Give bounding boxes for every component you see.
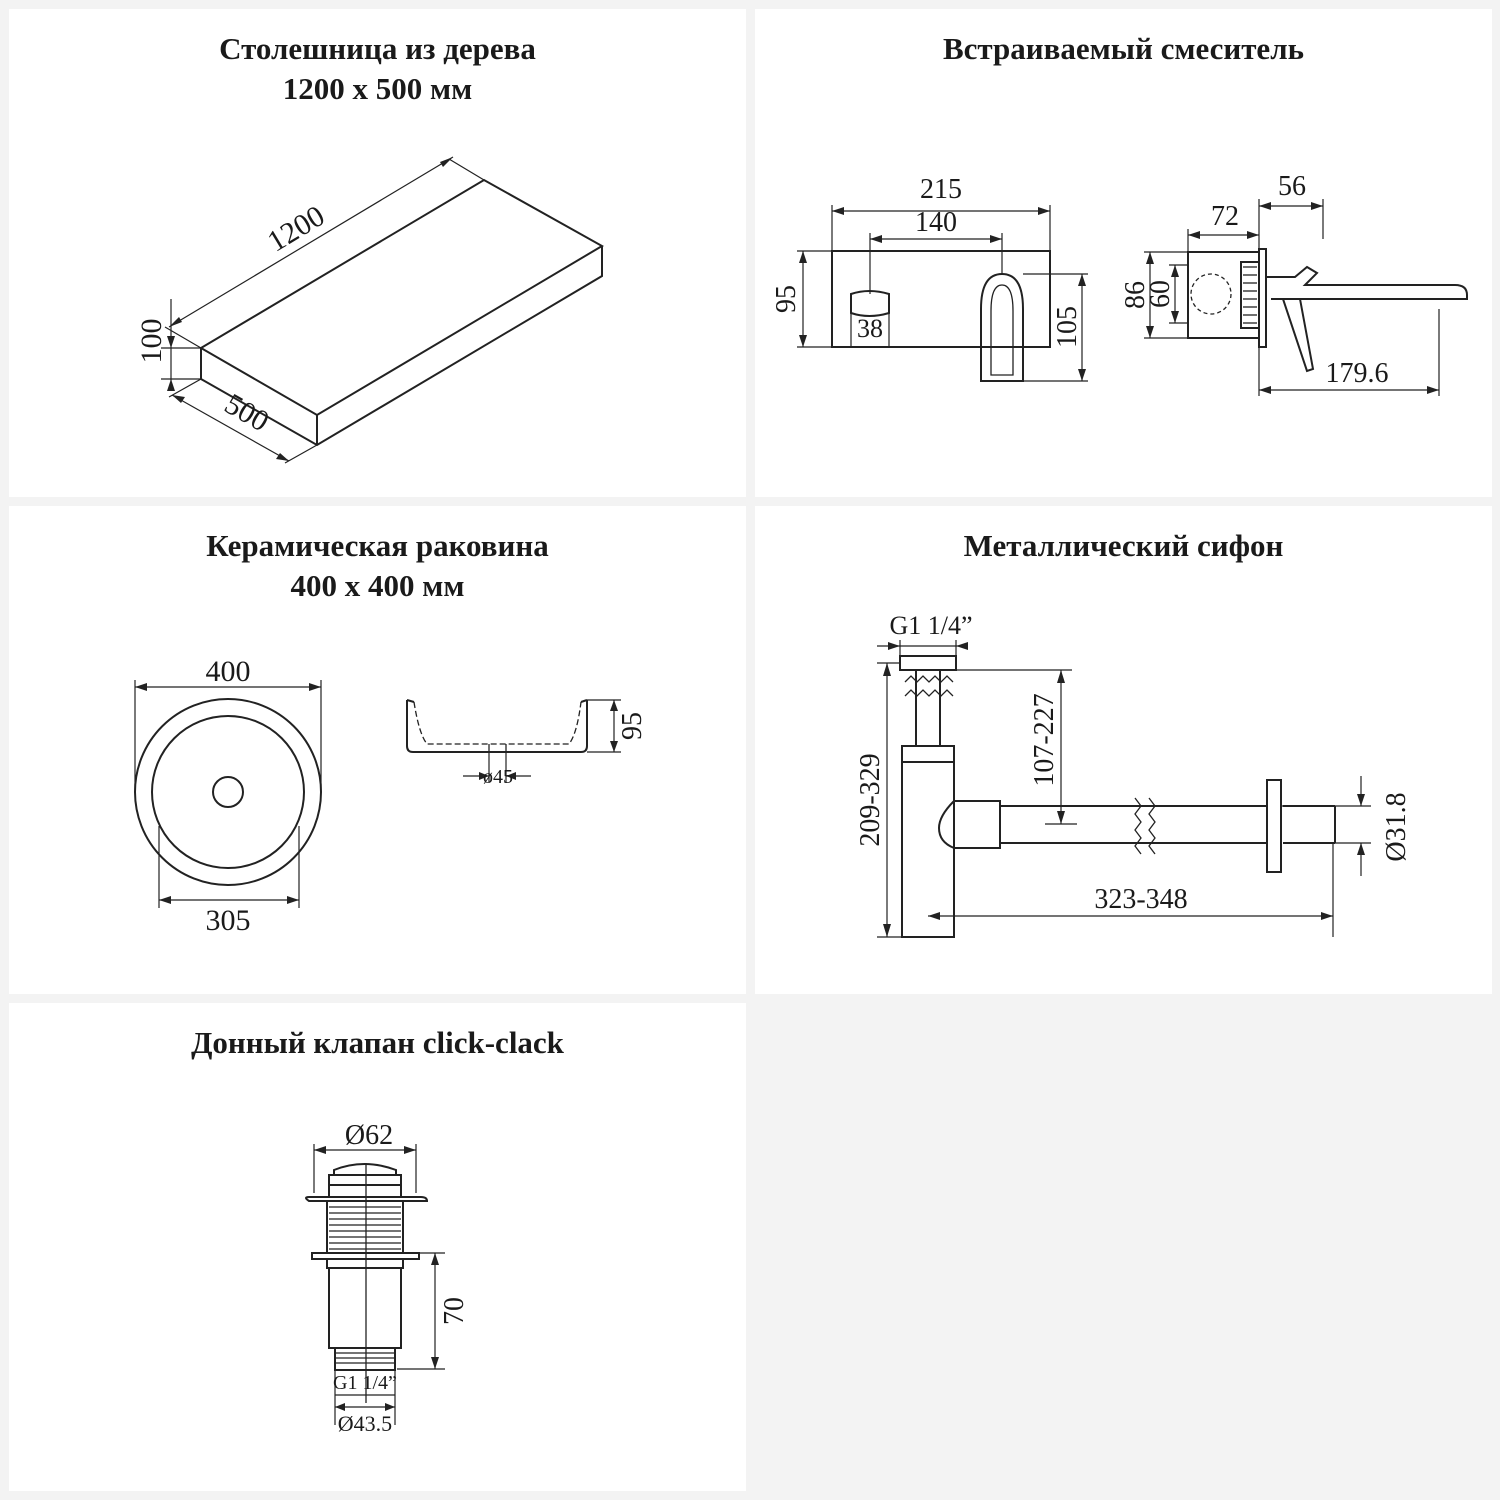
- mixer-dim-reach: 179.6: [1258, 309, 1440, 396]
- mixer-handle-label: 38: [857, 314, 883, 343]
- sink-dim-outer: 400: [134, 655, 322, 792]
- siphon-dim-height: 209-329: [855, 662, 902, 938]
- mixer-drawing: 215 140 95 38 105: [771, 171, 1468, 396]
- mixer-dim-handle: 38: [850, 313, 890, 347]
- valve-title: Донный клапан click-clack: [191, 1025, 564, 1060]
- siphon-title: Металлический сифон: [963, 528, 1284, 563]
- countertop-dim-height: 100: [135, 299, 201, 391]
- countertop-dim-length: 1200: [164, 156, 485, 349]
- sink-drain-label: ø45: [483, 766, 513, 788]
- siphon-dim-pipe: Ø31.8: [1335, 776, 1412, 876]
- mixer-body-label: 72: [1211, 201, 1239, 232]
- mixer-title: Встраиваемый смеситель: [943, 31, 1304, 66]
- mixer-dim-height: 95: [771, 250, 832, 348]
- valve-body-label: Ø43.5: [338, 1411, 392, 1436]
- mixer-dim-inner: 60: [1145, 264, 1188, 324]
- sink-dim-drain: ø45: [463, 752, 531, 788]
- countertop-panel: Столешница из дерева 1200 x 500 мм 1200 …: [9, 9, 746, 497]
- mixer-dim-body: 72: [1187, 201, 1259, 252]
- mixer-panel: Встраиваемый смеситель 215 140: [755, 9, 1492, 497]
- siphon-drawing: G1 1/4” 209-329 107-227 323-348: [855, 611, 1412, 938]
- siphon-panel: Металлический сифон: [755, 506, 1492, 994]
- mixer-dim-spout-height: 105: [1023, 273, 1088, 382]
- siphon-thread-label: G1 1/4”: [889, 611, 972, 640]
- mixer-dim-spacing: 140: [869, 207, 1003, 294]
- valve-dim-cap: Ø62: [313, 1120, 417, 1193]
- mixer-dim-depth: 56: [1258, 171, 1324, 249]
- siphon-dim-inlet: 107-227: [956, 669, 1077, 825]
- mixer-outer-label: 86: [1120, 281, 1151, 309]
- countertop-length-label: 1200: [262, 199, 330, 258]
- countertop-drawing: 1200 100 500: [135, 156, 605, 464]
- mixer-spout-height-label: 105: [1052, 306, 1083, 348]
- countertop-size: 1200 x 500 мм: [282, 71, 473, 106]
- sink-dim-height: 95: [587, 699, 648, 753]
- siphon-outline: [899, 655, 1336, 938]
- mixer-dim-outer: 86: [1120, 251, 1188, 339]
- mixer-inner-label: 60: [1145, 280, 1176, 308]
- countertop-title: Столешница из дерева: [219, 31, 536, 66]
- sink-panel: Керамическая раковина 400 x 400 мм 400 3…: [9, 506, 746, 994]
- sink-dim-inner: 305: [158, 826, 300, 937]
- sink-side-view: [406, 699, 588, 753]
- mixer-side-view: [1187, 248, 1468, 373]
- sink-size: 400 x 400 мм: [290, 568, 465, 603]
- valve-dim-body: Ø43.5: [335, 1403, 395, 1436]
- sink-inner-label: 305: [206, 904, 251, 937]
- mixer-dim-width: 215: [831, 174, 1051, 251]
- valve-thread-label: G1 1/4”: [333, 1372, 397, 1394]
- sink-height-label: 95: [617, 712, 648, 740]
- sink-title: Керамическая раковина: [206, 528, 549, 563]
- valve-dim-thread: G1 1/4”: [333, 1370, 397, 1425]
- sink-top-view: [134, 698, 322, 886]
- mixer-height-label: 95: [771, 285, 802, 313]
- mixer-spacing-label: 140: [915, 207, 957, 238]
- mixer-reach-label: 179.6: [1326, 358, 1389, 389]
- valve-panel: Донный клапан click-clack: [9, 1003, 746, 1491]
- countertop-height-label: 100: [135, 319, 168, 364]
- valve-cap-label: Ø62: [345, 1120, 393, 1151]
- siphon-height-label: 209-329: [855, 753, 886, 846]
- valve-height-label: 70: [439, 1297, 470, 1325]
- valve-outline: [305, 1163, 429, 1403]
- siphon-pipe-label: Ø31.8: [1381, 792, 1412, 861]
- sink-drawing: 400 305 95: [134, 655, 648, 937]
- siphon-dim-length: 323-348: [928, 843, 1334, 937]
- valve-dim-height: 70: [397, 1252, 470, 1370]
- mixer-depth-label: 56: [1278, 171, 1306, 202]
- mixer-width-label: 215: [920, 174, 962, 205]
- siphon-length-label: 323-348: [1094, 884, 1187, 915]
- sink-outer-label: 400: [206, 655, 251, 688]
- countertop-dim-depth: 500: [168, 378, 318, 464]
- siphon-dim-thread: G1 1/4”: [877, 611, 973, 656]
- valve-drawing: Ø62 70 G1 1/4” Ø43.5: [305, 1120, 470, 1436]
- siphon-inlet-label: 107-227: [1029, 693, 1060, 786]
